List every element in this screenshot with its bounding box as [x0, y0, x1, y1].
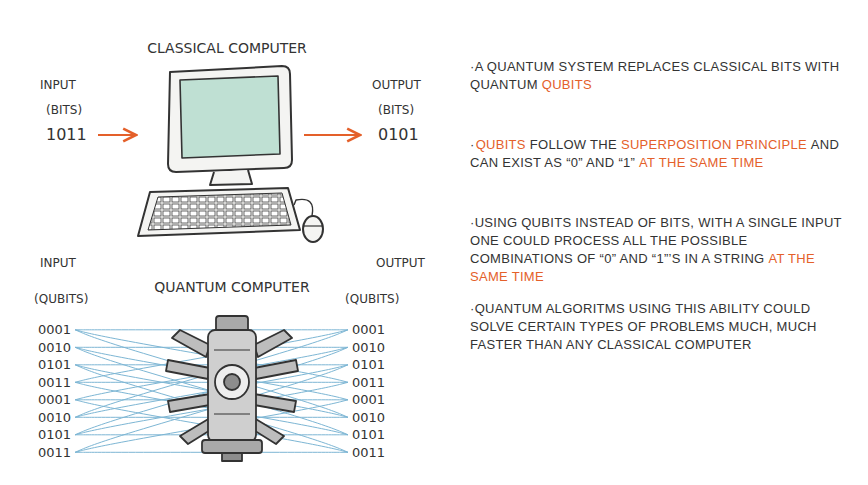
mouse — [303, 216, 323, 242]
monitor-stand — [210, 170, 252, 185]
mouse-button-line — [303, 225, 323, 226]
highlight-text: QUBITS — [542, 77, 592, 92]
device-arms — [166, 330, 212, 444]
device-body — [208, 330, 256, 442]
qubit-string: 0011 — [38, 375, 71, 391]
section-heading: QUANTUM COMPUTER — [154, 279, 309, 296]
unit-label: (BITS) — [46, 103, 82, 117]
io-label: OUTPUT — [376, 256, 425, 270]
device-core-inner — [224, 374, 240, 390]
device-foot — [222, 453, 242, 461]
highlight-text: AT THE SAME TIME — [639, 155, 763, 170]
bullet-text: · — [470, 137, 475, 152]
device-core — [215, 365, 249, 399]
bullet-text: FOLLOW THE — [530, 137, 617, 152]
qubit-wires — [75, 330, 348, 453]
device-arms — [252, 330, 298, 444]
qubit-string: 0101 — [352, 427, 385, 443]
qubit-string: 0001 — [352, 322, 385, 338]
screen — [180, 76, 280, 158]
qubit-string: 0011 — [352, 375, 385, 391]
qubit-string: 0001 — [38, 392, 71, 408]
keyboard — [138, 188, 300, 236]
io-label: OUTPUT — [372, 78, 421, 92]
input-arrow — [98, 134, 136, 136]
qubit-string: 0101 — [38, 357, 71, 373]
qubit-string: 0010 — [38, 340, 71, 356]
qubit-string: 0101 — [38, 427, 71, 443]
highlight-text: SUPERPOSITION PRINCIPLE — [621, 137, 807, 152]
bullet-text: ·A QUANTUM SYSTEM REPLACES CLASSICAL BIT… — [470, 59, 839, 92]
qubit-string: 0001 — [38, 322, 71, 338]
bullet-paragraph: ·QUBITS FOLLOW THE SUPERPOSITION PRINCIPLE… — [470, 136, 848, 172]
bullet-paragraph: ·USING QUBITS INSTEAD OF BITS, WITH A SI… — [470, 214, 848, 286]
qubit-string: 0010 — [352, 340, 385, 356]
quantum-device-illustration — [166, 316, 298, 461]
qubit-string: 0001 — [352, 392, 385, 408]
bullet-text: ·QUANTUM ALGORITMS USING THIS ABILITY CO… — [470, 301, 817, 352]
bit-string: 0101 — [378, 125, 419, 144]
mouse-cord — [294, 199, 313, 216]
io-label: INPUT — [40, 256, 76, 270]
section-heading: CLASSICAL COMPUTER — [147, 40, 307, 57]
bullet-paragraph: ·QUANTUM ALGORITMS USING THIS ABILITY CO… — [470, 300, 848, 354]
highlight-text: QUBITS — [476, 137, 526, 152]
qubit-string: 0010 — [352, 410, 385, 426]
bullet-paragraph: ·A QUANTUM SYSTEM REPLACES CLASSICAL BIT… — [470, 58, 848, 94]
keyboard-keys — [148, 193, 291, 230]
unit-label: (QUBITS) — [345, 292, 399, 306]
bit-string: 1011 — [46, 125, 87, 144]
qubit-string: 0010 — [38, 410, 71, 426]
device-base — [202, 440, 262, 453]
unit-label: (QUBITS) — [34, 292, 88, 306]
qubit-string: 0011 — [38, 445, 71, 461]
unit-label: (BITS) — [378, 103, 414, 117]
monitor — [168, 66, 292, 172]
qubit-string: 0011 — [352, 445, 385, 461]
io-label: INPUT — [40, 78, 76, 92]
computer-illustration — [138, 66, 323, 242]
qubit-string: 0101 — [352, 357, 385, 373]
output-arrow — [304, 134, 360, 136]
